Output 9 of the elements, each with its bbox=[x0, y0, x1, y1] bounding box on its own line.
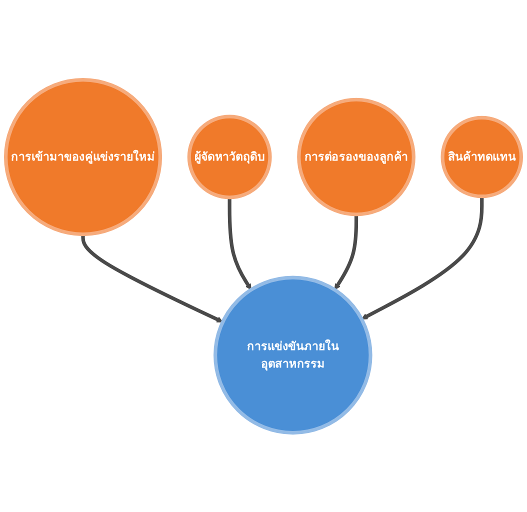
node-circle: สินค้าทดแทน bbox=[440, 116, 524, 198]
node-circle: การต่อรองของลูกค้า bbox=[297, 98, 416, 216]
node-circle: ผู้จัดหาวัตถุดิบ bbox=[187, 114, 272, 199]
arrow bbox=[334, 214, 358, 290]
arrow bbox=[361, 196, 484, 320]
node-circle: การเข้ามาของคู่แข่งรายใหม่ bbox=[4, 78, 162, 236]
arrow bbox=[228, 197, 252, 290]
node-circle: การแข่งขันภายในอุตสาหกรรม bbox=[214, 276, 372, 434]
arrow bbox=[81, 234, 224, 322]
